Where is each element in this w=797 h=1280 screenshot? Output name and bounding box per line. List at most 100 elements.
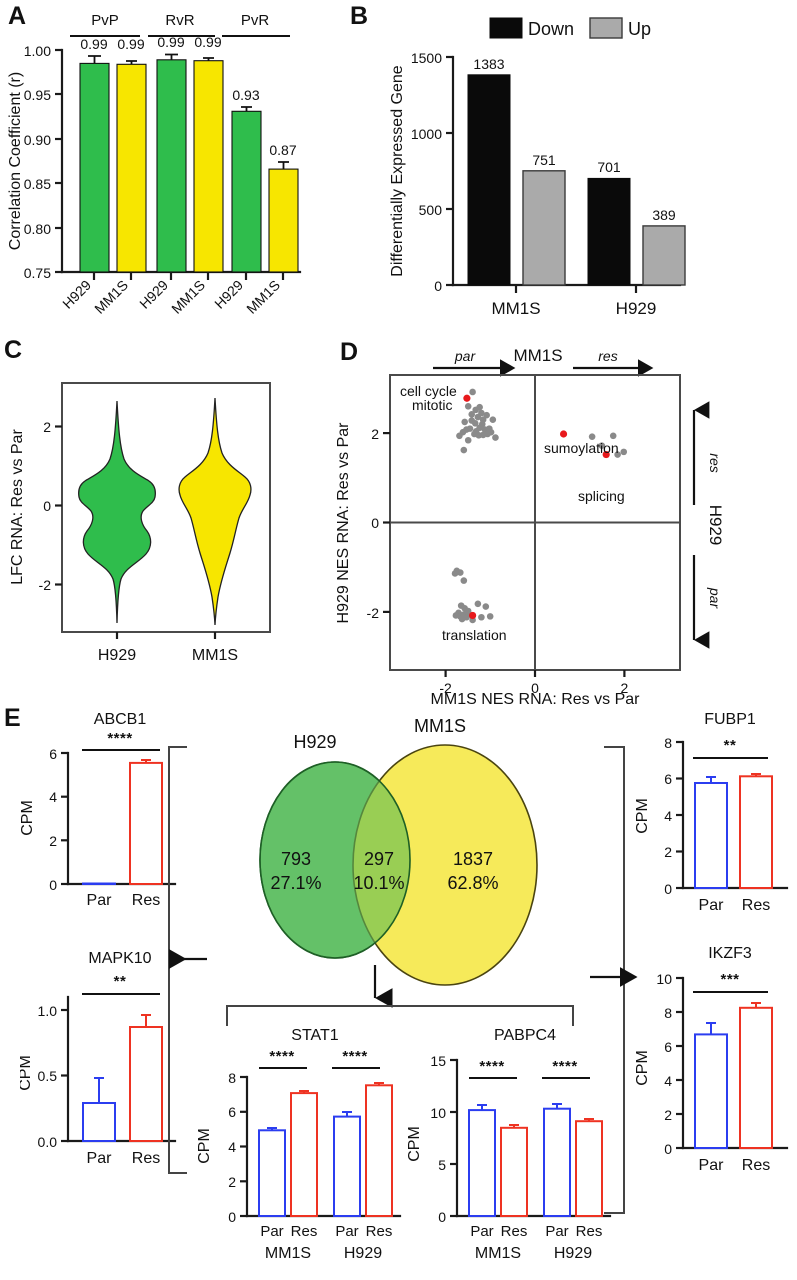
panel-a-y-axis: 1.00 0.95 0.90 0.85 0.80 0.75 Correlatio…: [7, 43, 302, 281]
y-tick-0-75: 0.75: [24, 265, 51, 281]
scatter-point: [487, 428, 495, 436]
bracket-left: [168, 746, 207, 1174]
venn-label-h929: H929: [293, 732, 336, 752]
group-header-pvr: PvR: [241, 12, 270, 29]
pabpc4-bar-h929-res: [575, 1120, 603, 1217]
fubp1-x-axis: Par Res: [699, 897, 771, 914]
stat1-title: STAT1: [291, 1027, 339, 1044]
pabpc4-significance-h929: ****: [552, 1058, 577, 1075]
panel-c-y-label: LFC RNA: Res vs Par: [9, 429, 26, 585]
scatter-point: [478, 613, 485, 621]
y-tick-0-80: 0.80: [24, 221, 51, 237]
scatter-point: [614, 451, 621, 458]
panel-a-letter: A: [8, 2, 27, 30]
mapk10-x-res: Res: [132, 1150, 160, 1167]
mapk10-bar-par: [82, 1102, 116, 1142]
panel-c-x-axis: H929 MM1S: [98, 632, 238, 664]
scatter-point: [483, 411, 490, 419]
bracket-bottom: [226, 1005, 574, 1026]
mapk10-y-axis: 1.0 0.5 0.0 CPM: [20, 1003, 68, 1150]
mapk10-title: MAPK10: [88, 950, 151, 967]
panel-a-chart: PvP RvR PvR 1.00 0.95 0.90 0.85 0.80 0.7…: [7, 12, 302, 317]
panel-d-right-par: par: [707, 587, 723, 610]
legend-swatch-down: [489, 17, 523, 39]
fubp1-x-par: Par: [699, 897, 725, 914]
venn-label-mm1s: MM1S: [414, 716, 466, 736]
mapk10-x-axis: Par Res: [87, 1150, 161, 1167]
scatter-point: [464, 402, 472, 410]
bar-h929-down: [587, 177, 631, 286]
panel-a-y-label: Correlation Coefficient (r): [7, 72, 24, 250]
x-tick-a-4: H929: [211, 277, 246, 312]
chart-fubp1: FUBP1 ** 8 6 4 2 0 CPM Par Res: [635, 711, 789, 914]
x-tick-a-5: MM1S: [243, 277, 283, 317]
ikzf3-y-label: CPM: [635, 1050, 651, 1086]
fubp1-y-4: 4: [664, 808, 672, 824]
stat1-y-axis: 8 6 4 2 0 CPM: [196, 1070, 247, 1225]
fubp1-title: FUBP1: [704, 711, 756, 728]
fubp1-y-2: 2: [664, 844, 672, 860]
mapk10-y-10: 1.0: [38, 1003, 58, 1019]
chart-mapk10: MAPK10 ** 1.0 0.5 0.0 CPM Par Res: [20, 950, 177, 1167]
abcb1-significance: ****: [107, 730, 132, 747]
abcb1-bar-par: [82, 882, 116, 885]
ikzf3-y-4: 4: [664, 1073, 672, 1089]
scatter-point: [471, 419, 479, 427]
ikzf3-y-10: 10: [656, 971, 672, 987]
mapk10-x-par: Par: [87, 1150, 113, 1167]
scatter-point-highlighted: [559, 430, 568, 438]
scatter-point: [474, 600, 482, 608]
abcb1-title: ABCB1: [94, 711, 147, 728]
y-tick-d-neg2: -2: [367, 605, 380, 621]
venn-count-mm1s: 1837: [453, 849, 493, 869]
scatter-point: [469, 388, 476, 396]
pabpc4-y-10: 10: [430, 1105, 446, 1121]
scatter-point: [460, 577, 468, 584]
label-mm1s-down: 1383: [473, 56, 504, 72]
stat1-x-axis: Par Res Par Res MM1S H929: [260, 1223, 392, 1262]
scatter-point: [464, 436, 472, 444]
bar-pvr-mm1s: [268, 168, 299, 273]
pabpc4-group-h929: H929: [554, 1245, 592, 1262]
y-tick-b-1500: 1500: [411, 50, 442, 66]
annotation-mitotic: mitotic: [412, 397, 452, 413]
ikzf3-bar-par: [694, 1033, 728, 1149]
scatter-point: [489, 416, 497, 423]
mapk10-y-00: 0.0: [38, 1134, 58, 1150]
panel-d-right-axis: res H929 par: [692, 401, 725, 649]
panel-d-right-res: res: [707, 453, 723, 472]
panel-d-chart: par MM1S res 2 0 -2 H929 NES RNA: Res vs…: [335, 346, 725, 705]
label-h929-up: 389: [652, 207, 676, 223]
x-tick-d-2: 2: [621, 680, 629, 696]
y-tick-1-00: 1.00: [24, 43, 51, 59]
fubp1-y-0: 0: [664, 881, 672, 897]
stat1-group-h929: H929: [344, 1245, 382, 1262]
fubp1-x-res: Res: [742, 897, 770, 914]
stat1-y-label: CPM: [196, 1128, 213, 1164]
fubp1-y-axis: 8 6 4 2 0 CPM: [635, 735, 683, 897]
panel-c-frame: [61, 382, 271, 633]
panel-a-x-axis: H929 MM1S H929 MM1S H929 MM1S: [59, 272, 285, 317]
venn-diagram: H929 MM1S 793 27.1% 297 10.1% 1837 62.8%: [259, 716, 538, 1008]
bracket-right: [590, 746, 638, 1214]
y-tick-c-neg2: -2: [39, 577, 52, 593]
ikzf3-x-axis: Par Res: [699, 1157, 771, 1174]
ikzf3-y-0: 0: [664, 1141, 672, 1157]
annotation-translation: translation: [442, 627, 507, 643]
bar-pvp-mm1s: [116, 63, 147, 273]
chart-stat1: STAT1 **** **** 8 6 4 2 0 CPM Par Res Pa…: [196, 1027, 402, 1262]
violin-h929: [78, 400, 156, 624]
abcb1-y-4: 4: [49, 789, 57, 805]
chart-abcb1: ABCB1 **** 6 4 2 0 CPM Par Res: [20, 711, 177, 909]
fubp1-bar-par: [694, 782, 728, 889]
stat1-group-mm1s: MM1S: [265, 1245, 311, 1262]
fubp1-y-label: CPM: [635, 798, 651, 834]
abcb1-y-0: 0: [49, 877, 57, 893]
panel-c-violins: [78, 397, 252, 626]
stat1-y-0: 0: [228, 1209, 236, 1225]
ikzf3-bar-res: [739, 1006, 773, 1149]
scatter-point: [474, 413, 482, 421]
scatter-point: [468, 411, 476, 418]
ikzf3-y-2: 2: [664, 1107, 672, 1123]
stat1-y-6: 6: [228, 1104, 236, 1120]
